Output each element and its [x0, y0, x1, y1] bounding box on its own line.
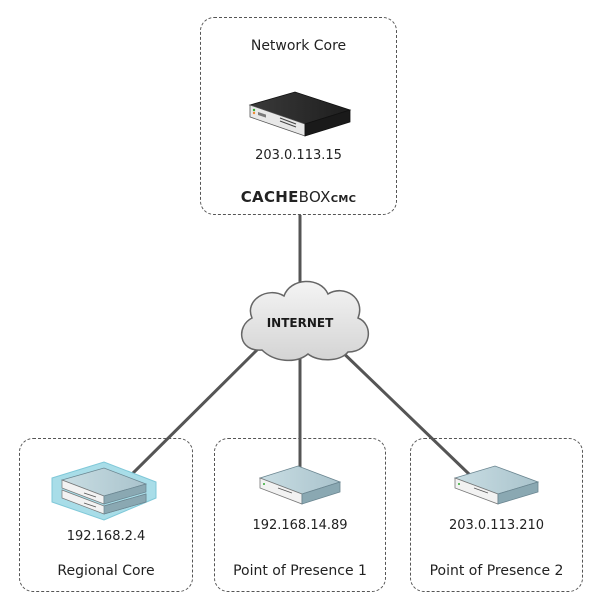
regional-core-group [19, 438, 193, 592]
pop2-group [410, 438, 583, 592]
pop1-group [214, 438, 386, 592]
link-internet-regional [126, 343, 264, 480]
cachebox-brand-logo: CACHEBOXCMC [200, 188, 397, 206]
regional-core-ip: 192.168.2.4 [66, 529, 146, 544]
pop2-appliance-icon [453, 465, 540, 505]
pop2-label: Point of Presence 2 [429, 563, 564, 579]
link-internet-pop2 [333, 343, 472, 477]
brand-bold: CACHE [240, 188, 299, 206]
link-lines [126, 215, 472, 480]
network-core-group [200, 17, 397, 215]
regional-core-appliance-icon [51, 461, 157, 521]
pop1-appliance-icon [258, 465, 342, 505]
pop1-label: Point of Presence 1 [233, 563, 367, 579]
network-core-ip: 203.0.113.15 [255, 148, 342, 163]
brand-regular: BOX [298, 188, 331, 206]
regional-core-label: Regional Core [57, 563, 155, 579]
internet-cloud-icon [240, 280, 370, 362]
internet-label: INTERNET [266, 316, 334, 330]
brand-small: CMC [330, 194, 357, 205]
pop2-ip: 203.0.113.210 [448, 518, 545, 533]
pop1-ip: 192.168.14.89 [252, 518, 348, 533]
network-core-label: Network Core [250, 38, 347, 54]
cachebox-appliance-icon [248, 91, 352, 137]
